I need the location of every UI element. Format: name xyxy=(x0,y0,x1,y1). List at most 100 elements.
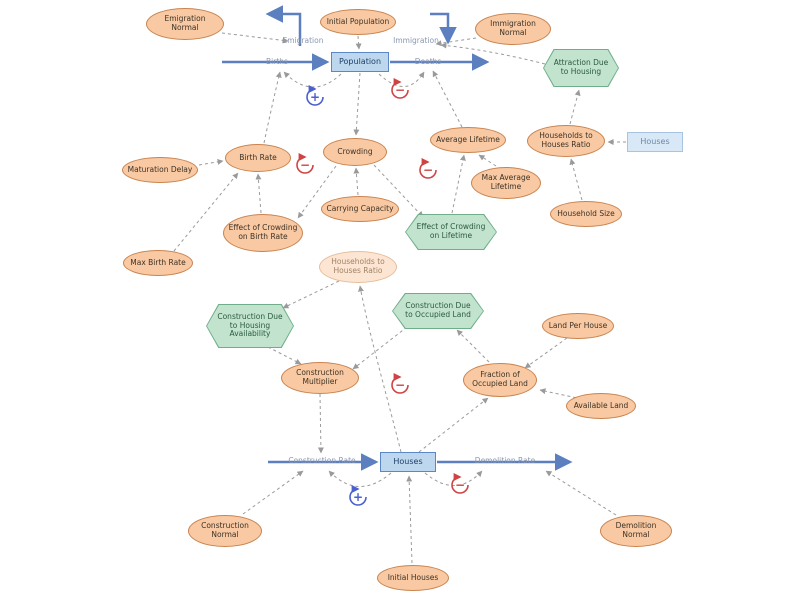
node-label: Demolition Normal xyxy=(615,521,657,539)
connector-edge xyxy=(451,154,466,214)
node-initial-houses[interactable]: Initial Houses xyxy=(377,565,449,591)
connector-edge xyxy=(297,165,337,219)
node-effect-of-crowding-on-birth-rate[interactable]: Effect of Crowding on Birth Rate xyxy=(223,214,303,252)
node-houses-ghost-stock[interactable]: Houses xyxy=(627,132,683,152)
node-label: Fraction of Occupied Land xyxy=(472,370,528,388)
connector-edge xyxy=(282,280,340,309)
node-label: Land Per House xyxy=(548,320,608,330)
node-label: Population xyxy=(338,57,382,67)
flow-label-emigration[interactable]: Emigration xyxy=(282,36,324,45)
hexagon-shape xyxy=(207,305,293,347)
connector-edge xyxy=(255,173,262,214)
connector-edge xyxy=(440,42,546,65)
node-label: Carrying Capacity xyxy=(326,203,394,213)
connector-edge xyxy=(352,326,408,370)
connector-edge xyxy=(221,32,289,44)
node-demolition-normal[interactable]: Demolition Normal xyxy=(600,515,672,547)
node-construction-due-to-occupied-land[interactable]: Construction Due to Occupied Land xyxy=(392,293,484,329)
node-average-lifetime[interactable]: Average Lifetime xyxy=(430,127,506,153)
svg-text:−: − xyxy=(300,158,310,172)
node-label: Maturation Delay xyxy=(127,164,193,174)
node-label: Effect of Crowding on Birth Rate xyxy=(228,223,298,241)
node-label: Houses xyxy=(640,137,670,147)
loop-positive-construction: + xyxy=(349,485,367,506)
node-label: Available Land xyxy=(573,400,629,410)
node-households-to-houses-ratio-ghost[interactable]: Households to Houses Ratio xyxy=(319,251,397,283)
node-label: Birth Rate xyxy=(239,152,277,162)
loop-positive-population: + xyxy=(306,85,324,106)
node-attraction-due-to-housing[interactable]: Attraction Due to Housing xyxy=(543,49,619,87)
node-label: Immigration Normal xyxy=(490,19,536,37)
svg-text:−: − xyxy=(423,163,433,177)
node-max-average-lifetime[interactable]: Max Average Lifetime xyxy=(471,167,541,199)
flow-immigration-pipe xyxy=(430,12,457,45)
node-label: Emigration Normal xyxy=(164,14,206,32)
node-construction-multiplier[interactable]: Construction Multiplier xyxy=(281,362,359,394)
connector-edge xyxy=(283,71,342,88)
svg-text:−: − xyxy=(395,83,405,97)
node-initial-population[interactable]: Initial Population xyxy=(320,9,396,35)
flow-label-deaths[interactable]: Deaths xyxy=(414,57,442,66)
node-carrying-capacity[interactable]: Carrying Capacity xyxy=(321,196,399,222)
node-label: Houses xyxy=(393,457,423,467)
node-label: Construction Multiplier xyxy=(296,368,344,386)
connector-edge xyxy=(424,470,483,486)
connector-edge xyxy=(173,172,239,252)
node-label: Average Lifetime xyxy=(436,134,500,144)
hexagon-shape xyxy=(544,50,618,86)
node-household-size[interactable]: Household Size xyxy=(550,201,622,227)
node-label: Households to Houses Ratio xyxy=(539,131,593,149)
connector-edge xyxy=(198,158,224,166)
connector-edge xyxy=(328,470,392,487)
flow-label-demolition-rate[interactable]: Demolition Rate xyxy=(474,456,536,465)
connector-edge xyxy=(406,475,413,564)
node-label: Attraction Due to Housing xyxy=(553,58,609,76)
connector-edge xyxy=(263,71,282,144)
node-land-per-house[interactable]: Land Per House xyxy=(542,313,614,339)
node-construction-due-to-housing-availability[interactable]: Construction Due to Housing Availability xyxy=(206,304,294,348)
node-emigration-normal[interactable]: Emigration Normal xyxy=(146,8,224,40)
flow-label-construction-rate[interactable]: Construction Rate xyxy=(288,456,356,465)
node-construction-normal[interactable]: Construction Normal xyxy=(188,515,262,547)
flow-label-immigration[interactable]: Immigration xyxy=(393,36,439,45)
node-maturation-delay[interactable]: Maturation Delay xyxy=(122,157,198,183)
node-label: Construction Normal xyxy=(201,521,249,539)
connector-edge xyxy=(524,337,568,369)
node-label: Max Average Lifetime xyxy=(481,173,531,191)
node-label: Max Birth Rate xyxy=(130,257,186,267)
node-birth-rate[interactable]: Birth Rate xyxy=(225,144,291,172)
node-max-birth-rate[interactable]: Max Birth Rate xyxy=(123,250,193,276)
hexagon-shape xyxy=(393,294,483,328)
node-effect-of-crowding-on-lifetime[interactable]: Effect of Crowding on Lifetime xyxy=(405,214,497,250)
loop-negative-lifetime: − xyxy=(419,158,437,179)
node-population-stock[interactable]: Population xyxy=(331,52,389,72)
connector-edge xyxy=(242,470,304,515)
node-fraction-of-occupied-land[interactable]: Fraction of Occupied Land xyxy=(463,363,537,397)
node-label: Households to Houses Ratio xyxy=(331,257,385,275)
hexagon-shape xyxy=(406,215,496,249)
node-label: Household Size xyxy=(557,208,615,218)
node-label: Effect of Crowding on Lifetime xyxy=(416,222,486,240)
svg-text:−: − xyxy=(455,478,465,492)
connector-edge xyxy=(432,70,463,128)
node-households-to-houses-ratio[interactable]: Households to Houses Ratio xyxy=(527,125,605,157)
connector-edge xyxy=(545,470,617,516)
node-crowding[interactable]: Crowding xyxy=(323,138,387,166)
flow-emigration-pipe xyxy=(265,5,302,46)
connector-edge xyxy=(353,72,361,136)
connector-edge xyxy=(317,393,324,454)
connector-edge xyxy=(267,346,302,365)
svg-text:−: − xyxy=(395,378,405,392)
loop-negative-land: − xyxy=(391,373,409,394)
node-immigration-normal[interactable]: Immigration Normal xyxy=(475,13,551,45)
connector-edge xyxy=(355,35,362,50)
node-available-land[interactable]: Available Land xyxy=(566,393,636,419)
svg-text:+: + xyxy=(353,490,363,504)
svg-text:+: + xyxy=(310,90,320,104)
loop-negative-demolition: − xyxy=(451,473,469,494)
node-houses-stock[interactable]: Houses xyxy=(380,452,436,472)
connector-edge xyxy=(456,329,490,363)
loop-negative-birth-rate: − xyxy=(296,153,314,174)
connector-edge xyxy=(378,71,425,87)
flow-label-births[interactable]: Births xyxy=(266,57,288,66)
